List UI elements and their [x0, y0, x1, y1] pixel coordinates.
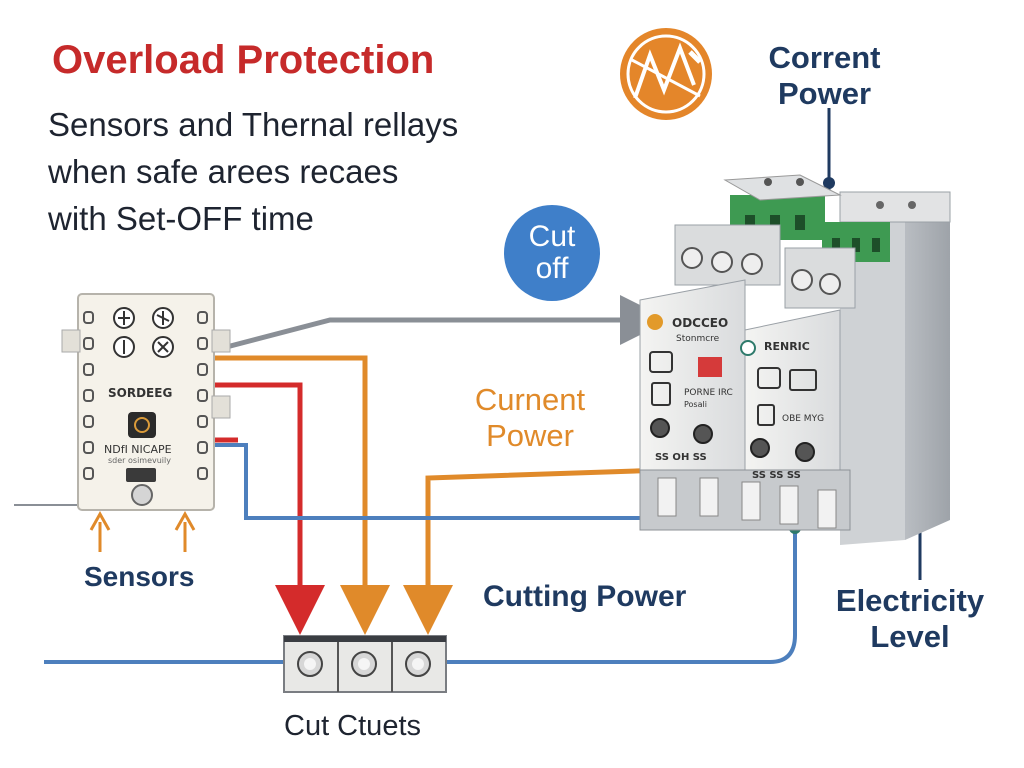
sensor-arrow-left	[89, 510, 111, 552]
current-power-top-line-1: Corrent	[768, 40, 881, 75]
relay-unit	[639, 174, 951, 545]
gray-signal-wire	[214, 295, 670, 353]
relay-left-sub2: Posali	[684, 400, 707, 409]
subtitle-line-2: when safe arees recaes	[48, 153, 399, 190]
cut-off-line-2: off	[535, 252, 569, 285]
blue-main-wire-right	[442, 528, 797, 664]
cutting-power-label: Cutting Power	[483, 580, 687, 613]
page-title: Overload Protection	[52, 38, 435, 82]
red-wire	[215, 382, 325, 635]
relay-right-text: OBE MYG	[782, 414, 825, 424]
relay-right-name: RENRIC	[764, 340, 810, 353]
relay-left-name: ODCCEO	[672, 316, 729, 330]
current-power-top-line-2: Power	[777, 76, 872, 111]
relay-left-sub: Stonmcre	[676, 334, 720, 344]
cut-off-line-1: Cut	[528, 220, 576, 253]
sensor-module-model: NDfI NICAPE	[104, 443, 172, 456]
sensor-module-name: SORDEEG	[108, 386, 173, 400]
orange-wire-2	[403, 467, 666, 635]
current-power-node	[823, 177, 835, 189]
sensor-arrow-right	[174, 510, 196, 552]
sensors-label: Sensors	[84, 561, 195, 592]
relay-left-terminals: SS OH SS	[655, 452, 707, 463]
cut-off-badge: Cut off	[504, 205, 600, 301]
current-power-mid-line-2: Power	[486, 418, 574, 453]
sensor-module-caption: sder osimevuily	[108, 456, 171, 465]
current-power-mid-line-1: Curnent	[474, 382, 586, 417]
blue-wire-1	[215, 443, 682, 520]
cut-outlets	[283, 635, 447, 693]
electricity-level-line-2: Level	[870, 619, 950, 654]
orange-wire-1	[215, 355, 390, 635]
current-power-top-label: Corrent Power	[762, 40, 887, 112]
subtitle-line-3: with Set-OFF time	[48, 200, 314, 237]
subtitle-line-1: Sensors and Thernal rellays	[48, 106, 459, 143]
electricity-level-line-1: Electricity	[835, 583, 985, 618]
electricity-level-label: Electricity Level	[832, 583, 988, 655]
relay-right-terminals: SS SS SS	[752, 470, 801, 481]
circuit-breaker-icon	[620, 28, 712, 120]
cut-outlets-label: Cut Ctuets	[284, 710, 421, 742]
relay-left-text: PORNE IRC	[684, 388, 733, 398]
current-power-mid-label: Curnent Power	[465, 382, 595, 454]
sensor-module	[61, 293, 231, 511]
